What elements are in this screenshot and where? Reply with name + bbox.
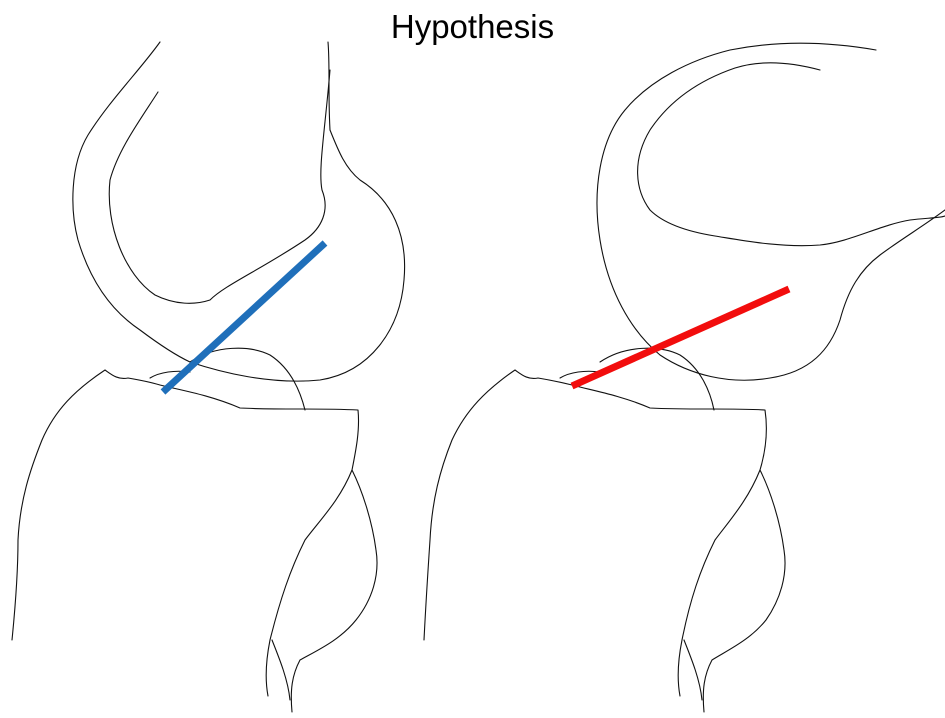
left-tibial-arc [190, 348, 305, 410]
left-fibula-inner [272, 640, 290, 700]
right-fibula-inner [684, 640, 702, 700]
left-knee-sketch [12, 42, 405, 712]
right-tibia-outline [424, 370, 766, 696]
right-fibula-outline [703, 470, 785, 712]
right-femur-inner [638, 63, 945, 246]
left-hypothesis-line [163, 243, 325, 392]
right-hypothesis-line [572, 289, 789, 386]
right-tibial-arc [600, 348, 714, 410]
right-knee-sketch [424, 43, 945, 712]
left-femur-outline [73, 42, 405, 381]
left-fibula-outline [291, 470, 377, 712]
left-tibia-outline [12, 370, 359, 696]
right-femur-outline [597, 43, 945, 380]
